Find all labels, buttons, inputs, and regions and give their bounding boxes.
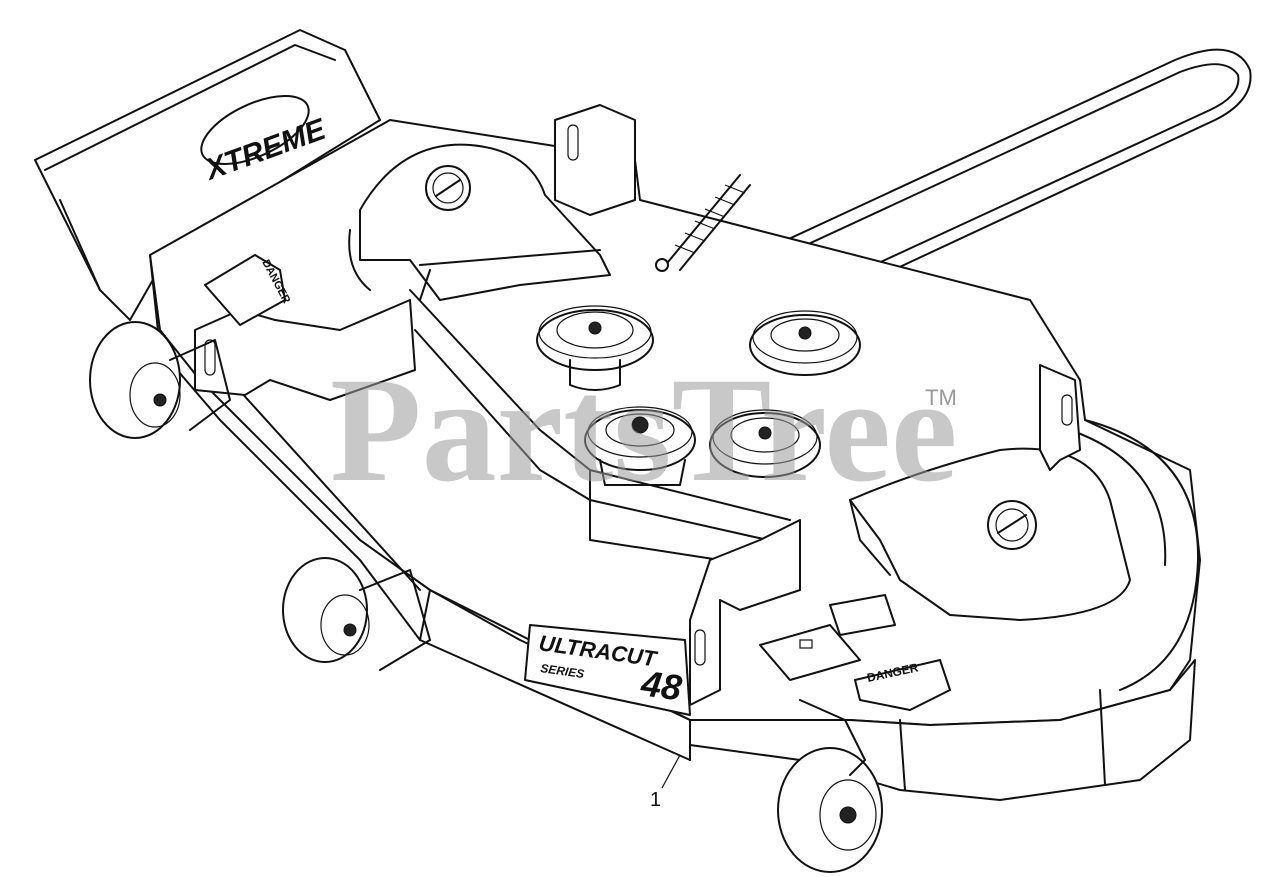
pulley-right-upper bbox=[749, 310, 861, 376]
danger-decal-front: DANGER bbox=[854, 659, 951, 711]
caster-wheel-front-right bbox=[777, 699, 883, 873]
mount-bracket-front bbox=[689, 519, 801, 706]
mount-bracket-rear bbox=[554, 104, 636, 216]
mount-bracket-right bbox=[1039, 364, 1081, 471]
pulley-center-right bbox=[709, 409, 821, 478]
right-belt-cover bbox=[849, 447, 1131, 621]
warning-decal bbox=[829, 594, 896, 636]
pulley-left-upper bbox=[536, 305, 654, 391]
svg-text:48: 48 bbox=[638, 662, 684, 708]
left-belt-cover bbox=[348, 143, 611, 301]
caster-wheel-rear-left bbox=[89, 321, 231, 439]
svg-text:SERIES: SERIES bbox=[540, 661, 586, 681]
caster-wheel-front-left bbox=[282, 557, 431, 671]
seat-logo-oval bbox=[200, 94, 310, 166]
instruction-decal bbox=[759, 624, 861, 681]
partstree-watermark: PartsTree TM bbox=[330, 347, 957, 513]
part-callout-1: 1 bbox=[650, 754, 681, 811]
trademark-symbol: TM bbox=[925, 385, 957, 410]
callout-number: 1 bbox=[650, 789, 661, 811]
watermark-text: PartsTree bbox=[330, 347, 957, 513]
pulley-center-left bbox=[584, 406, 696, 486]
tension-spring bbox=[655, 174, 751, 272]
ultracut-logo-decal: ULTRACUT SERIES 48 bbox=[524, 624, 691, 716]
